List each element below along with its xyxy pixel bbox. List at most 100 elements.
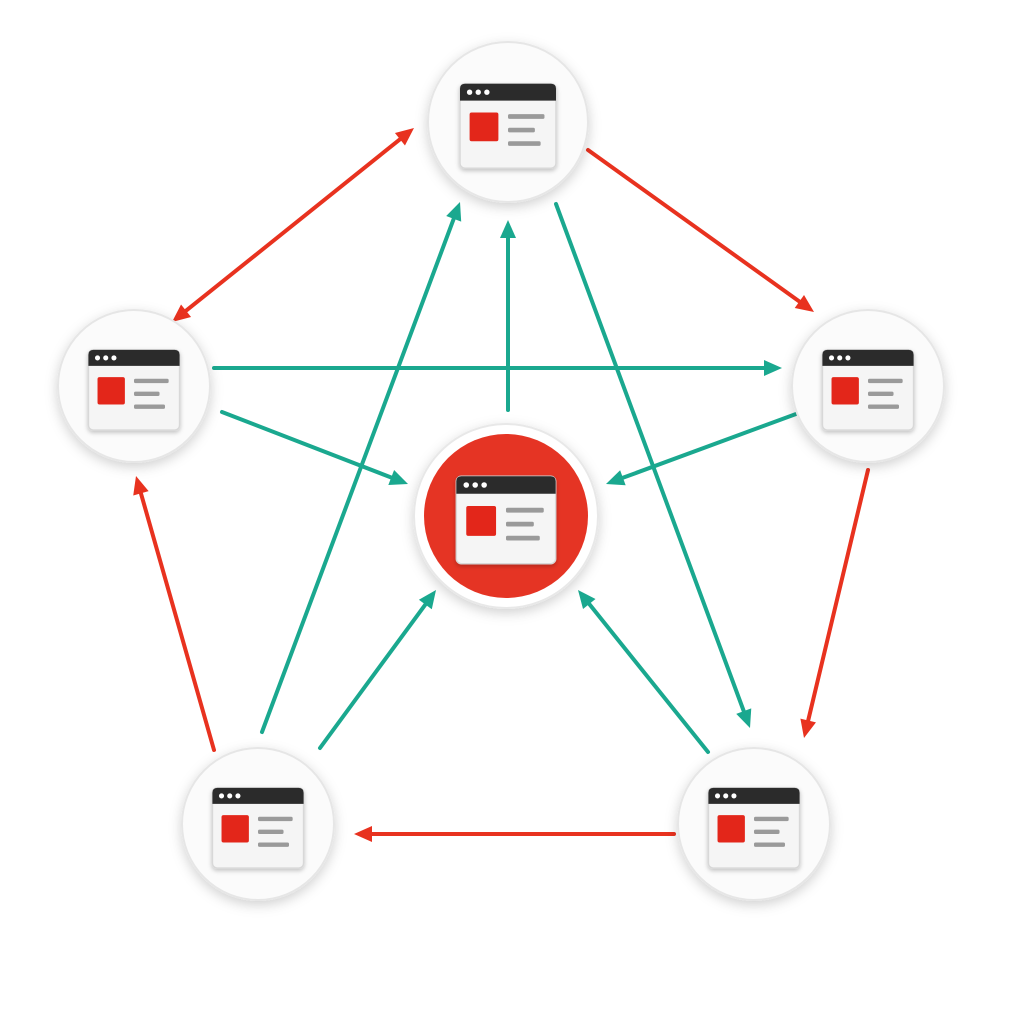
- window-dot: [235, 793, 241, 799]
- content-line: [868, 378, 903, 384]
- edge-top-to-left: [172, 128, 414, 322]
- browser-window-icon: [459, 83, 557, 169]
- arrowhead-bottom-left: [354, 826, 372, 842]
- content-line: [508, 127, 535, 133]
- edge-line: [220, 410, 394, 480]
- content-line: [134, 391, 160, 397]
- content-line: [754, 816, 789, 822]
- arrowhead-left: [172, 304, 192, 322]
- edge-line: [318, 602, 428, 750]
- content-line: [754, 829, 780, 835]
- window-titlebar: [822, 349, 914, 366]
- edge-right-to-center: [606, 412, 798, 486]
- window-titlebar: [460, 83, 556, 101]
- content-block: [469, 112, 499, 142]
- arrowhead-center: [388, 470, 408, 485]
- content-line: [258, 829, 284, 835]
- window-dot: [723, 793, 729, 799]
- arrowhead-bottom-right: [736, 708, 752, 728]
- arrowhead-bottom-right: [800, 718, 816, 738]
- arrowhead-center: [418, 590, 436, 610]
- content-line: [508, 114, 545, 119]
- edge-top-to-bottom-right: [554, 202, 752, 728]
- window-dot: [714, 793, 721, 799]
- content-block: [221, 815, 249, 843]
- arrowhead-top: [446, 202, 462, 222]
- edge-bottom-right-to-bottom-left: [354, 826, 676, 842]
- content-line: [508, 141, 541, 146]
- edge-line: [184, 137, 402, 313]
- content-line: [506, 535, 540, 541]
- window-dot: [103, 355, 109, 361]
- edge-right-to-bottom-right: [800, 468, 870, 738]
- node-bottom-right[interactable]: [677, 747, 831, 901]
- node-right[interactable]: [791, 309, 945, 463]
- arrowhead-top: [394, 128, 414, 146]
- window-dot: [111, 355, 117, 361]
- content-line: [258, 842, 290, 847]
- window-dot: [463, 482, 470, 488]
- edge-bottom-left-to-center: [318, 590, 436, 750]
- arrowhead-left: [133, 476, 149, 496]
- content-block: [97, 377, 125, 405]
- edge-line: [138, 491, 216, 752]
- content-line: [134, 378, 169, 384]
- window-dot: [475, 89, 481, 95]
- edge-top-to-right: [586, 148, 814, 312]
- content-line: [506, 521, 534, 527]
- window-titlebar: [88, 349, 180, 366]
- window-dot: [481, 482, 487, 488]
- content-block: [717, 815, 745, 843]
- arrowhead-right: [764, 360, 782, 376]
- edge-left-to-center: [220, 410, 408, 485]
- window-titlebar: [212, 787, 304, 804]
- nodes-layer: [57, 41, 945, 901]
- edge-line: [620, 412, 798, 480]
- node-center[interactable]: [413, 423, 599, 609]
- edge-line: [806, 468, 870, 723]
- content-line: [868, 391, 894, 397]
- edge-line: [587, 602, 710, 754]
- browser-window-icon: [87, 349, 181, 431]
- edges-layer: [133, 128, 870, 842]
- arrowhead-center: [578, 590, 596, 610]
- window-titlebar: [708, 787, 800, 804]
- content-line: [258, 816, 293, 822]
- window-dot: [218, 793, 225, 799]
- node-bottom-left[interactable]: [181, 747, 335, 901]
- edge-bottom-left-to-left: [133, 476, 216, 752]
- browser-window-icon: [707, 787, 801, 869]
- window-dot: [484, 89, 490, 95]
- node-left[interactable]: [57, 309, 211, 463]
- window-dot: [94, 355, 101, 361]
- content-block: [466, 506, 497, 536]
- node-top[interactable]: [427, 41, 589, 203]
- edge-line: [586, 148, 802, 304]
- edge-line: [260, 216, 456, 734]
- browser-window-icon: [821, 349, 915, 431]
- window-dot: [828, 355, 835, 361]
- edge-center-to-top: [500, 220, 516, 412]
- window-dot: [472, 482, 478, 488]
- arrowhead-right: [794, 295, 814, 312]
- browser-window-icon: [455, 475, 557, 565]
- window-dot: [227, 793, 233, 799]
- content-line: [134, 404, 166, 409]
- window-titlebar: [456, 476, 556, 494]
- window-dot: [845, 355, 851, 361]
- content-line: [868, 404, 900, 409]
- arrowhead-top: [500, 220, 516, 238]
- content-line: [506, 507, 544, 513]
- window-dot: [466, 89, 473, 95]
- edge-bottom-left-to-top: [260, 202, 462, 734]
- edge-bottom-right-to-center: [578, 590, 710, 754]
- window-dot: [731, 793, 737, 799]
- edge-line: [554, 202, 746, 714]
- window-dot: [837, 355, 843, 361]
- browser-window-icon: [211, 787, 305, 869]
- arrowhead-center: [606, 470, 626, 486]
- content-line: [754, 842, 786, 847]
- content-block: [831, 377, 859, 405]
